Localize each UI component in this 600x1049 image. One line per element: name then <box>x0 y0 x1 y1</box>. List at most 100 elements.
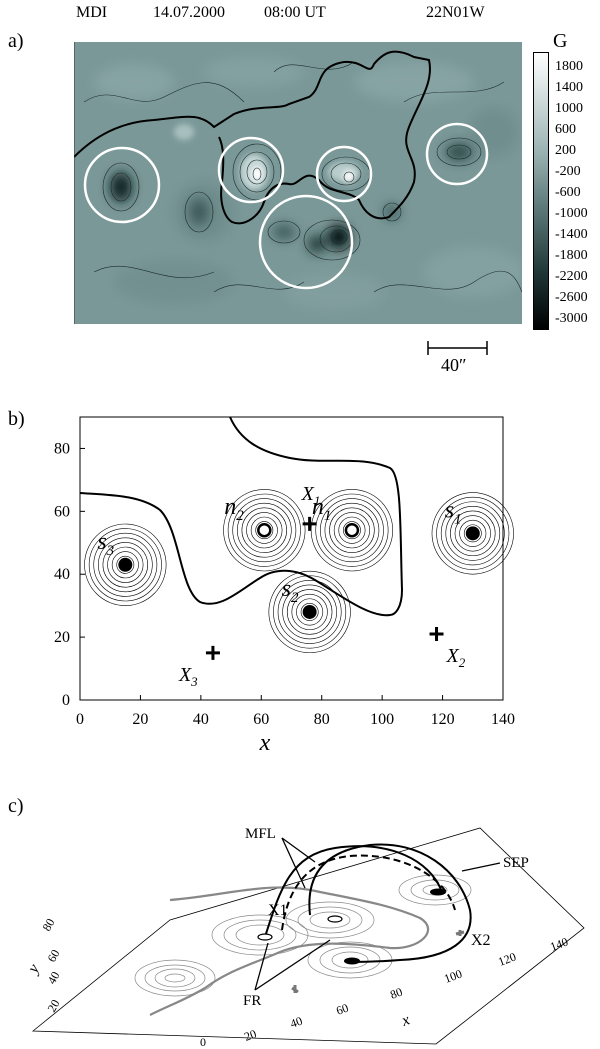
s1-spot <box>430 888 446 896</box>
source-contour <box>237 502 292 558</box>
c-plane <box>31 827 585 1045</box>
arrow-fr-1 <box>254 942 269 991</box>
y-tick-label: 40 <box>54 566 70 583</box>
arrow-mfl-1 <box>281 837 316 863</box>
source-contour <box>431 492 514 575</box>
source-contour <box>273 575 347 649</box>
source-label: s2 <box>282 576 299 606</box>
circle-s2 <box>258 194 354 290</box>
source-contour <box>227 493 301 567</box>
c-x-tick: 140 <box>548 935 570 954</box>
source-contour <box>107 546 144 583</box>
s2-spot <box>344 957 360 965</box>
source-contour <box>320 498 384 563</box>
source-contour <box>445 506 501 561</box>
header-instrument: MDI <box>76 4 108 21</box>
colorbar-tick: -1000 <box>555 206 588 221</box>
label-sep: SEP <box>503 855 529 871</box>
y-tick-label: 20 <box>54 629 70 646</box>
arrow-sep <box>461 862 501 872</box>
colorbar-tick: -2600 <box>555 290 588 305</box>
x-tick-label: 120 <box>431 711 455 728</box>
colorbar-tick: -2200 <box>555 269 588 284</box>
colorbar-tick: -1800 <box>555 248 588 263</box>
c-origin-label: 0 <box>200 1035 206 1049</box>
c-x-tick: 80 <box>388 985 404 1002</box>
sep-line <box>281 854 456 931</box>
scale-bar-label: 40″ <box>441 355 467 375</box>
x-tick-label: 100 <box>370 711 394 728</box>
separator-line <box>79 416 404 617</box>
source-marker-positive <box>257 522 272 538</box>
arrow-mfl-2 <box>281 837 306 889</box>
c-x-ticks: 20 40 60 80 100 120 140 <box>242 935 570 1044</box>
source-contour <box>454 515 491 552</box>
c-source-contours <box>134 874 472 997</box>
x-tick-label: 140 <box>491 711 515 728</box>
circle-n1 <box>315 145 373 203</box>
x-tick-label: 0 <box>76 711 84 728</box>
colorbar-ticks: 1800 1400 1000 600 200 -200 -600 -1000 -… <box>555 59 600 339</box>
header-date: 14.07.2000 <box>153 4 225 21</box>
source-contour <box>232 498 297 563</box>
colorbar-tick: 600 <box>555 122 576 137</box>
source-contour <box>223 489 306 572</box>
source-contour <box>300 603 319 621</box>
y-tick-label: 0 <box>62 692 70 709</box>
panel-b-label: b) <box>8 408 25 430</box>
c-x-tick: 20 <box>242 1027 258 1044</box>
source-contour <box>324 502 380 558</box>
fr-footpoint-n2 <box>257 933 273 941</box>
source-contours <box>84 489 514 654</box>
c-x-tick: 60 <box>334 1001 350 1018</box>
c-y-tick: 40 <box>44 969 62 986</box>
x-tick-label: 60 <box>253 711 269 728</box>
x-tick-label: 40 <box>193 711 209 728</box>
magnetogram-neutral-line <box>74 50 431 225</box>
y-tick-label: 80 <box>54 440 70 457</box>
null-label: X2 <box>446 645 466 670</box>
c-x-tick: 120 <box>496 950 518 969</box>
colorbar-tick: 1400 <box>555 80 583 95</box>
x-axis-label: x <box>259 730 271 756</box>
source-contour <box>241 507 288 553</box>
source-contour <box>111 551 139 579</box>
source-contour <box>102 542 149 588</box>
circle-s3 <box>83 146 161 224</box>
source-contour <box>450 510 496 557</box>
panel-c-3d-diagram: MFL SEP X1 X2 FR 20 40 60 80 100 120 140… <box>24 826 585 1049</box>
colorbar-tick: 200 <box>555 143 576 158</box>
source-contour <box>246 512 283 549</box>
source-contour <box>329 507 375 553</box>
c-x-tick: 40 <box>288 1014 304 1031</box>
colorbar-tick: 1800 <box>555 59 583 74</box>
null-marker <box>205 645 220 660</box>
c-field-lines <box>264 843 472 963</box>
source-contour <box>250 516 278 544</box>
source-contour <box>84 523 167 606</box>
null-label: X3 <box>178 664 198 689</box>
colorbar-tick: -200 <box>555 164 581 179</box>
magnetogram-source-circles <box>83 122 489 290</box>
panel-c-label: c) <box>8 795 24 817</box>
magnetogram-bright-spots <box>174 124 360 190</box>
source-contour <box>255 521 274 540</box>
label-fr: FR <box>243 993 261 1009</box>
colorbar-tick: 1000 <box>555 101 583 116</box>
source-contour <box>343 521 361 540</box>
c-separator-line <box>149 886 430 1016</box>
source-contour <box>436 496 510 570</box>
source-contour <box>116 555 135 574</box>
label-mfl: MFL <box>245 826 276 842</box>
colorbar <box>533 52 549 330</box>
arrow-fr-2 <box>254 939 331 991</box>
header-time: 08:00 UT <box>264 4 326 21</box>
source-contour <box>463 524 482 543</box>
source-contour <box>315 493 389 567</box>
source-contour <box>296 598 324 626</box>
null-marker <box>429 626 444 641</box>
mfl-line <box>264 845 443 938</box>
